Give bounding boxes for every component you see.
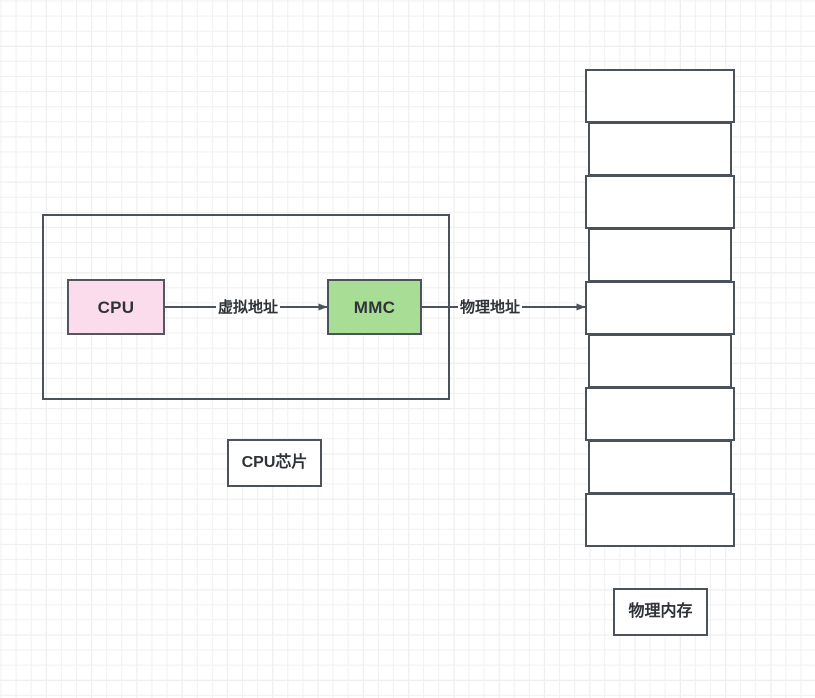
memory-block[interactable] (585, 281, 735, 335)
caption-cpu-chip-label: CPU芯片 (241, 454, 308, 471)
memory-block[interactable] (585, 175, 735, 229)
caption-physical-memory-label: 物理内存 (628, 603, 693, 620)
node-cpu[interactable]: CPU (67, 279, 165, 335)
memory-block[interactable] (588, 440, 732, 494)
memory-block[interactable] (585, 493, 735, 547)
memory-block[interactable] (585, 69, 735, 123)
memory-block[interactable] (588, 122, 732, 176)
caption-cpu-chip[interactable]: CPU芯片 (227, 439, 322, 487)
node-cpu-label: CPU (97, 297, 135, 317)
edge-label-virtual-address: 虚拟地址 (216, 299, 281, 316)
edge-label-physical-address: 物理地址 (458, 299, 523, 316)
memory-block[interactable] (588, 334, 732, 388)
physical-memory-stack (585, 69, 735, 547)
node-mmc[interactable]: MMC (327, 279, 422, 335)
memory-block[interactable] (588, 228, 732, 282)
memory-block[interactable] (585, 387, 735, 441)
caption-physical-memory[interactable]: 物理内存 (613, 588, 708, 636)
node-mmc-label: MMC (353, 297, 396, 317)
